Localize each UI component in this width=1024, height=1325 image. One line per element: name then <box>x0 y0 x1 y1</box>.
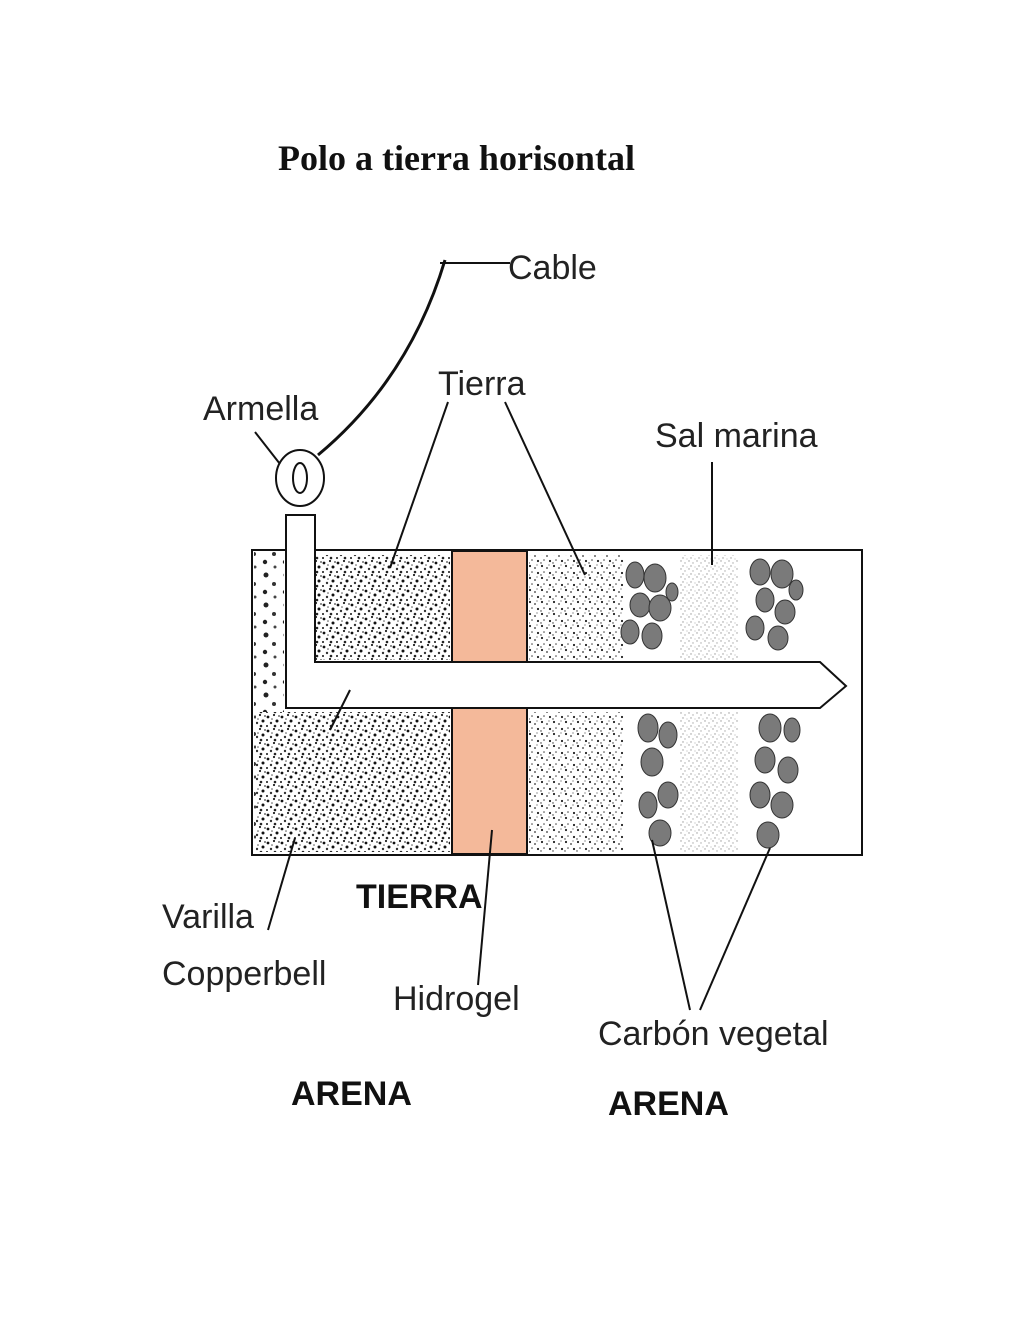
armella-label: Armella <box>203 390 318 428</box>
carbon-leader-right <box>699 847 771 1011</box>
rod-pointer <box>329 689 351 731</box>
diagram-title: Polo a tierra horisontal <box>278 138 635 178</box>
armella-leader <box>254 431 281 465</box>
hidrogel-leader <box>477 829 493 986</box>
copperbell-label: Copperbell <box>162 955 326 993</box>
tierra-leader-left <box>389 401 449 569</box>
varilla-leader <box>267 837 296 931</box>
tierra-top-label: Tierra <box>438 365 526 403</box>
soil-left-top <box>315 555 450 660</box>
carbon-leader-left <box>651 839 691 1011</box>
armella-ring <box>275 449 325 507</box>
hidrogel-label: Hidrogel <box>393 980 520 1018</box>
carbon-column-1 <box>620 561 679 847</box>
copper-rod <box>285 514 848 709</box>
soil-right-top <box>529 555 624 660</box>
cable-wire <box>317 259 447 457</box>
sal-marina-label: Sal marina <box>655 417 818 455</box>
salt-top <box>680 555 738 660</box>
armella-eye <box>292 462 308 494</box>
soil-left-bottom <box>256 712 450 852</box>
arena-right-label: ARENA <box>608 1085 729 1123</box>
varilla-label: Varilla <box>162 898 254 936</box>
soil-right-bottom <box>529 712 624 852</box>
carbon-column-2 <box>745 558 804 849</box>
arena-left-label: ARENA <box>291 1075 412 1113</box>
tierra-leader-right <box>504 401 586 576</box>
salt-bottom <box>680 712 738 852</box>
tierra-bottom-label: TIERRA <box>356 878 483 916</box>
carbon-vegetal-label: Carbón vegetal <box>598 1015 829 1053</box>
cable-label: Cable <box>508 249 597 287</box>
